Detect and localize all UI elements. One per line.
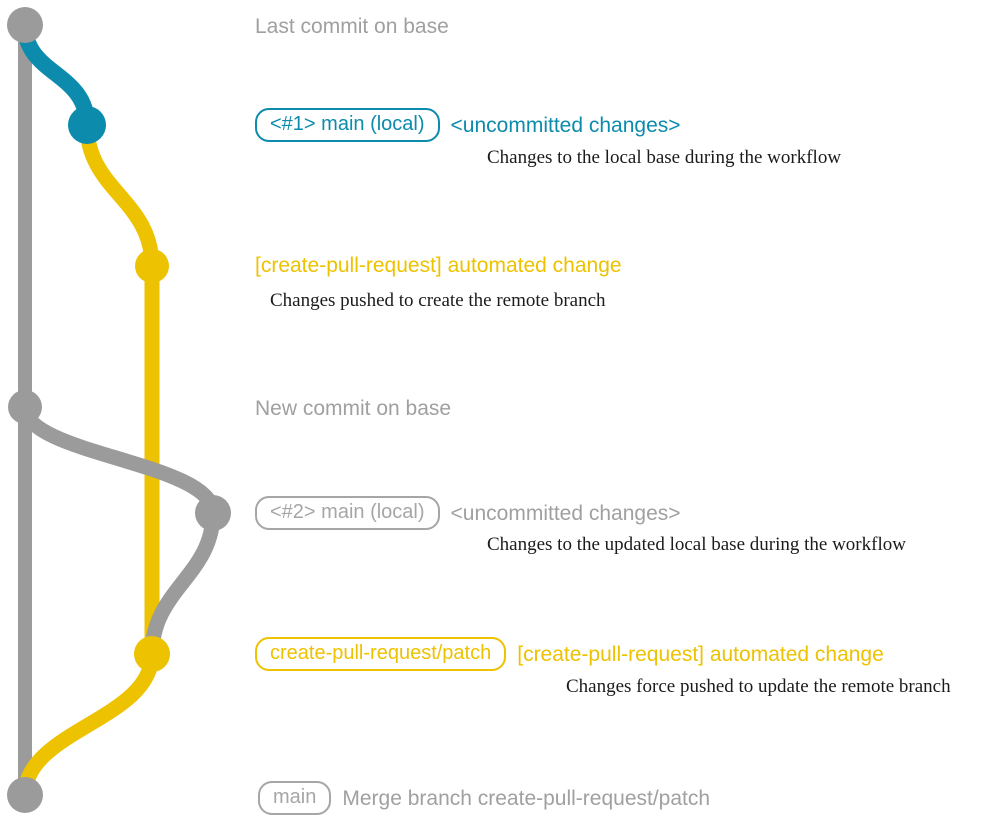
commit-node-new-commit-on-base[interactable]: [8, 390, 42, 424]
commit-subject-automated-change-1: [create-pull-request] automated change: [255, 254, 622, 277]
commit-subject-last-commit-on-base: Last commit on base: [255, 15, 449, 38]
ref-badge-main[interactable]: main: [258, 781, 332, 815]
gray-branch-out-line: [17, 399, 221, 521]
ref-badge-main-local-2[interactable]: <#2> main (local): [255, 496, 440, 530]
commit-node-local-uncommitted-2[interactable]: [195, 495, 231, 531]
commit-row-automated-change-1: [create-pull-request] automated change: [255, 255, 622, 276]
commit-row-automated-change-2: create-pull-request/patch [create-pull-r…: [255, 637, 884, 671]
ref-badge-main-local-1[interactable]: <#1> main (local): [255, 108, 440, 142]
commit-subject-new-commit-on-base: New commit on base: [255, 397, 452, 420]
commit-note-local-uncommitted-1: Changes to the local base during the wor…: [487, 147, 842, 168]
gray-branch-merge-line: [144, 505, 221, 662]
commit-note-local-uncommitted-2: Changes to the updated local base during…: [487, 534, 906, 555]
commit-node-automated-change-1[interactable]: [135, 249, 169, 283]
commit-subject-local-uncommitted-1: <uncommitted changes>: [450, 113, 681, 137]
commit-subject-merge-commit: Merge branch create-pull-request/patch: [342, 786, 711, 810]
commit-note-automated-change-1: Changes pushed to create the remote bran…: [270, 290, 606, 311]
commit-subject-local-uncommitted-2: <uncommitted changes>: [450, 501, 681, 525]
commit-row-local-uncommitted-1: <#1> main (local) <uncommitted changes>: [255, 108, 681, 142]
commit-node-merge-commit[interactable]: [7, 777, 43, 813]
commit-subject-automated-change-2: [create-pull-request] automated change: [517, 642, 884, 666]
yellow-merge-line: [17, 646, 160, 803]
commit-note-automated-change-2: Changes force pushed to update the remot…: [566, 676, 951, 697]
commit-row-local-uncommitted-2: <#2> main (local) <uncommitted changes>: [255, 496, 681, 530]
commit-node-local-uncommitted-1[interactable]: [68, 106, 106, 144]
commit-node-automated-change-2[interactable]: [134, 636, 170, 672]
commit-node-last-commit-on-base[interactable]: [7, 7, 43, 43]
yellow-branch-line: [79, 117, 160, 662]
ref-badge-create-pull-request-patch[interactable]: create-pull-request/patch: [255, 637, 507, 671]
commit-row-merge-commit: main Merge branch create-pull-request/pa…: [258, 781, 710, 815]
